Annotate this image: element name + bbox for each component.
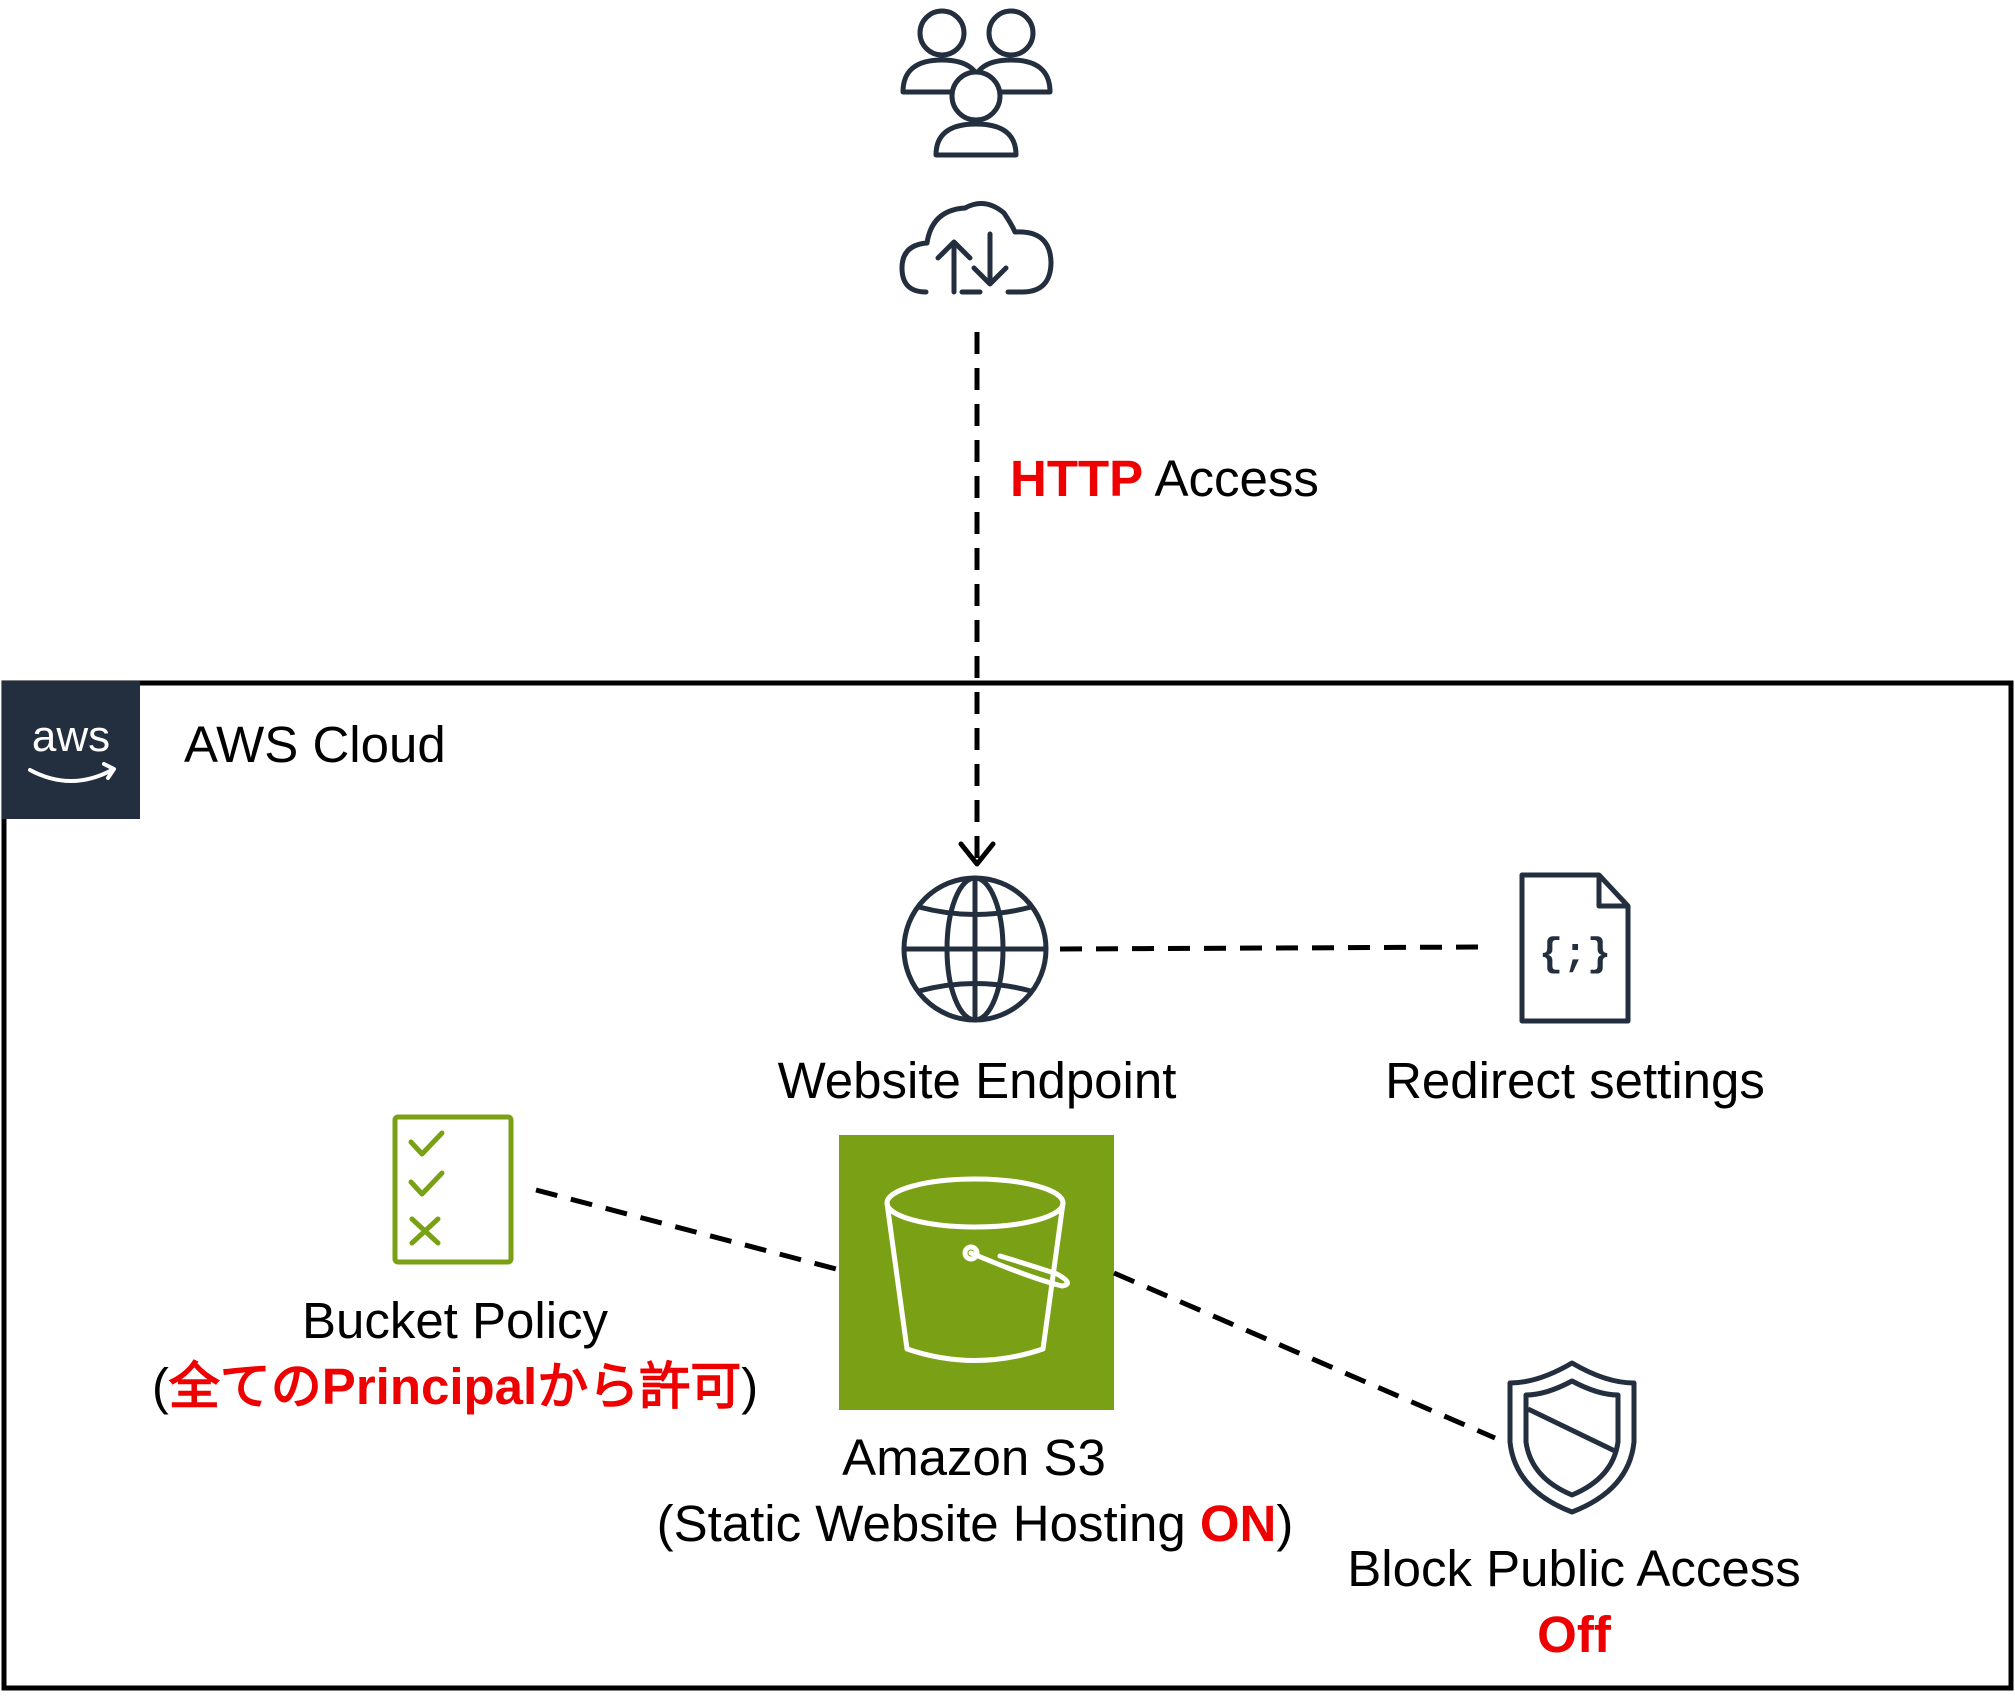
s3-bpa-connector [1113,1270,1496,1441]
globe-icon [901,875,1049,1023]
static-hosting-label: (Static Website Hosting ON) [575,1495,1375,1554]
shield-icon [1507,1360,1637,1515]
json-file-icon: {;} [1519,872,1631,1024]
checklist-icon [392,1114,514,1265]
hosting-suffix: ) [1276,1495,1294,1552]
hosting-state: ON [1199,1495,1277,1552]
block-public-access-state: Off [1537,1606,1611,1663]
users-icon [900,8,1053,158]
http-suffix: Access [1143,450,1319,507]
bucket-policy-label: Bucket Policy [301,1292,609,1349]
policy-note-text: 全てのPrincipalから許可 [168,1358,742,1415]
website-endpoint-label: Website Endpoint [777,1052,1177,1109]
http-protocol: HTTP [1010,450,1144,507]
amazon-s3-label: Amazon S3 [842,1429,1106,1486]
cloud-transfer-icon [899,201,1054,295]
svg-text:aws: aws [32,712,110,761]
paren-close: ) [741,1358,759,1415]
bucket-policy-note: (全てのPrincipalから許可) [105,1358,805,1417]
policy-s3-connector [535,1187,841,1273]
aws-logo: aws [2,681,140,819]
redirect-settings-label: Redirect settings [1385,1052,1765,1109]
aws-cloud-title: AWS Cloud [184,716,446,773]
aws-cloud-group [1,680,2014,1691]
svg-text:{;}: {;} [1539,933,1611,978]
endpoint-redirect-connector [1059,944,1487,952]
s3-bucket-icon [839,1135,1114,1410]
block-public-access-label: Block Public Access [1347,1540,1801,1597]
hosting-prefix: (Static Website Hosting [656,1495,1200,1552]
http-access-label: HTTP Access [1010,450,1319,509]
paren-open: ( [151,1358,169,1415]
